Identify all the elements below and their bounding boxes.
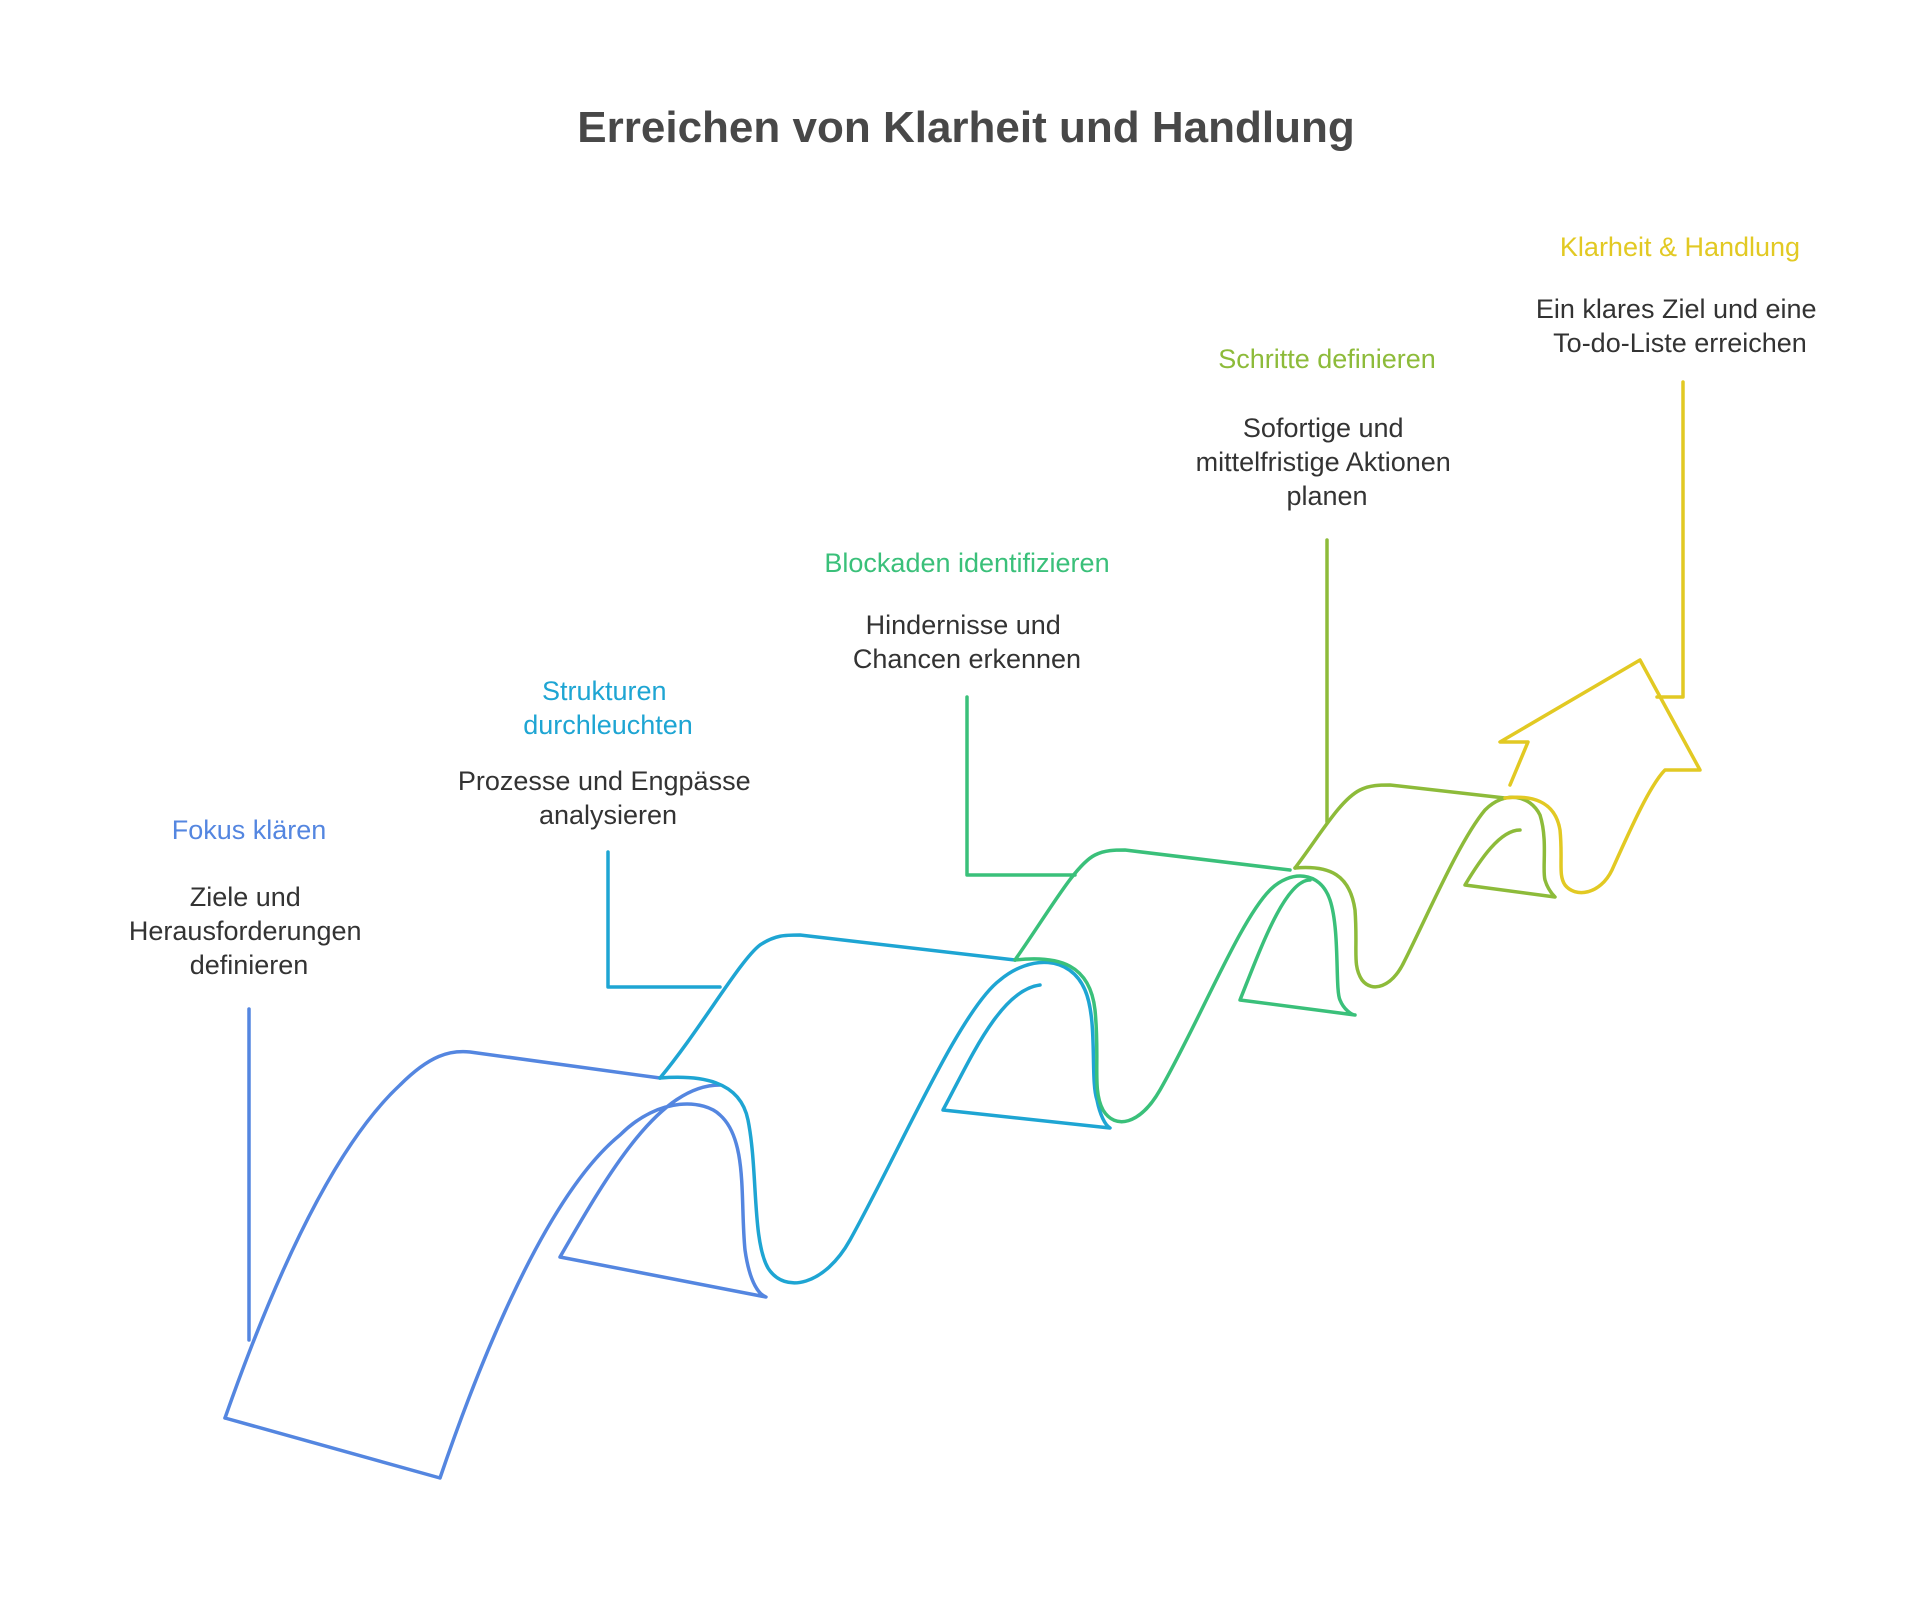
step-2-heading: Strukturen durchleuchten: [523, 676, 693, 740]
step-5-klarheit: Klarheit & Handlung Ein klares Ziel und …: [1498, 232, 1824, 895]
step-2-description: Prozesse und Engpässe analysieren: [458, 766, 758, 830]
step-1-description-line-1: Ziele und: [190, 882, 301, 912]
step-1-fokus: Fokus klären Ziele und Herausforderungen…: [129, 815, 768, 1480]
step-3-ribbon: [1013, 848, 1292, 962]
step-2-ribbon: [658, 933, 1017, 1080]
step-3-heading: Blockaden identifizieren: [824, 548, 1109, 578]
step-1-description-line-2: Herausforderungen: [129, 916, 362, 946]
step-5-description-line-2: To-do-Liste erreichen: [1553, 328, 1807, 358]
step-2-heading-line-1: Strukturen: [542, 676, 667, 706]
step-3-description-line-2: Chancen erkennen: [853, 644, 1081, 674]
step-5-heading: Klarheit & Handlung: [1560, 232, 1800, 262]
step-1-ribbon-top: [223, 1049, 662, 1420]
step-1-ribbon: [223, 1083, 768, 1480]
step-4-description-line-2: mittelfristige Aktionen: [1196, 447, 1451, 477]
step-3-blockaden: Blockaden identifizieren Hindernisse und…: [824, 548, 1357, 1124]
page-title: Erreichen von Klarheit und Handlung: [577, 103, 1354, 152]
step-4-heading: Schritte definieren: [1218, 344, 1436, 374]
step-3-description-line-1: Hindernisse und: [866, 610, 1061, 640]
step-4-ribbon-wave: [1293, 795, 1557, 989]
step-4-description-line-3: planen: [1286, 481, 1367, 511]
step-2-connector-line: [606, 850, 722, 989]
step-2-ribbon-wave: [658, 960, 1112, 1285]
step-1-description: Ziele und Herausforderungen definieren: [129, 882, 369, 980]
step-4-schritte: Schritte definieren Sofortige und mittel…: [1196, 344, 1557, 989]
step-1-description-line-3: definieren: [190, 950, 309, 980]
step-2-description-line-2: analysieren: [539, 800, 677, 830]
step-3-ribbon-wave: [1013, 874, 1357, 1124]
step-5-connector-line: [1655, 380, 1685, 699]
step-4-ribbon: [1293, 783, 1507, 870]
step-5-arrow-icon: [1498, 658, 1702, 895]
step-2-description-line-1: Prozesse und Engpässe: [458, 766, 751, 796]
step-5-description: Ein klares Ziel und eine To-do-Liste err…: [1536, 294, 1824, 358]
step-4-description: Sofortige und mittelfristige Aktionen pl…: [1196, 413, 1459, 511]
step-2-strukturen: Strukturen durchleuchten Prozesse und En…: [458, 676, 1112, 1285]
step-3-description: Hindernisse und Chancen erkennen: [853, 610, 1081, 674]
step-4-description-line-1: Sofortige und: [1243, 413, 1404, 443]
step-2-heading-line-2: durchleuchten: [523, 710, 693, 740]
step-1-heading: Fokus klären: [172, 815, 327, 845]
step-5-description-line-1: Ein klares Ziel und eine: [1536, 294, 1817, 324]
step-3-connector-line: [965, 695, 1077, 877]
